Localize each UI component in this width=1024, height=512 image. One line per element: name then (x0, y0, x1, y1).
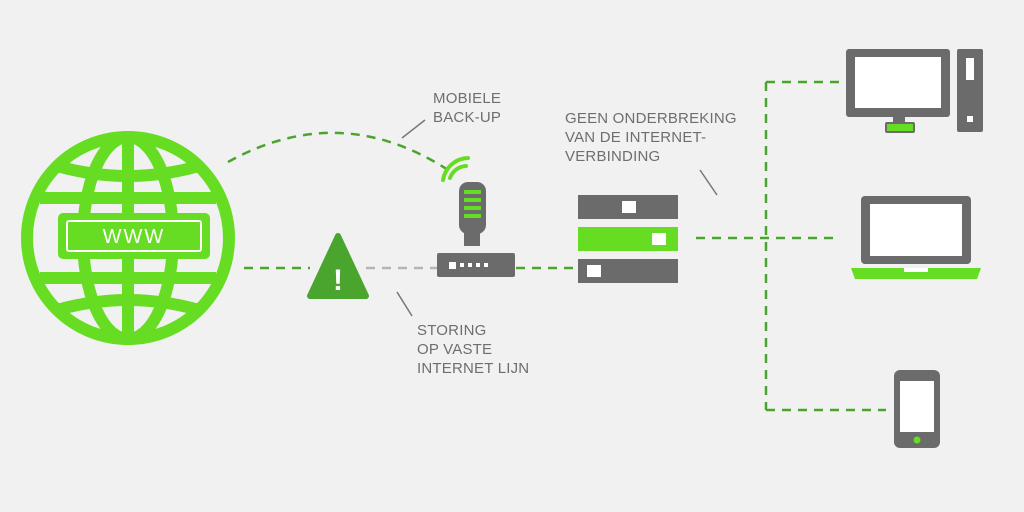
mobile-backup-line-1: MOBIELE (433, 90, 502, 107)
outage-line-1: STORING (417, 322, 487, 339)
label-leader-lines (396, 119, 718, 317)
mobile-backup-label: MOBIELE BACK-UP (433, 89, 501, 127)
warning-icon: ! (307, 233, 369, 299)
desktop-computer-icon (846, 49, 983, 133)
no-interruption-line-3: VERBINDING (565, 148, 661, 165)
mobile-backup-leader (401, 119, 426, 139)
no-interruption-line-1: GEEN ONDERBREKING (565, 110, 737, 127)
connection-lines (227, 80, 886, 412)
mobile-backup-line-2: BACK-UP (433, 109, 502, 126)
www-label: WWW (103, 226, 166, 248)
wifi-signal-icon (441, 156, 470, 182)
warning-symbol: ! (333, 264, 343, 297)
outage-line-2: OP VASTE (417, 341, 493, 358)
router-icon (437, 253, 515, 277)
outage-line-3: INTERNET LIJN (417, 360, 530, 377)
smartphone-icon (894, 370, 940, 448)
mobile-backup-connection (227, 131, 449, 172)
laptop-icon (851, 196, 981, 279)
no-interruption-line-2: VAN DE INTERNET- (565, 129, 707, 146)
no-interruption-leader (699, 169, 718, 196)
outage-label: STORING OP VASTE INTERNET LIJN (417, 321, 529, 378)
www-banner: WWW (58, 213, 210, 259)
globe-icon (21, 131, 235, 345)
outage-leader (396, 291, 413, 317)
usb-dongle-icon (459, 182, 486, 246)
no-interruption-label: GEEN ONDERBREKING VAN DE INTERNET- VERBI… (565, 109, 737, 166)
server-stack-icon (578, 195, 678, 283)
